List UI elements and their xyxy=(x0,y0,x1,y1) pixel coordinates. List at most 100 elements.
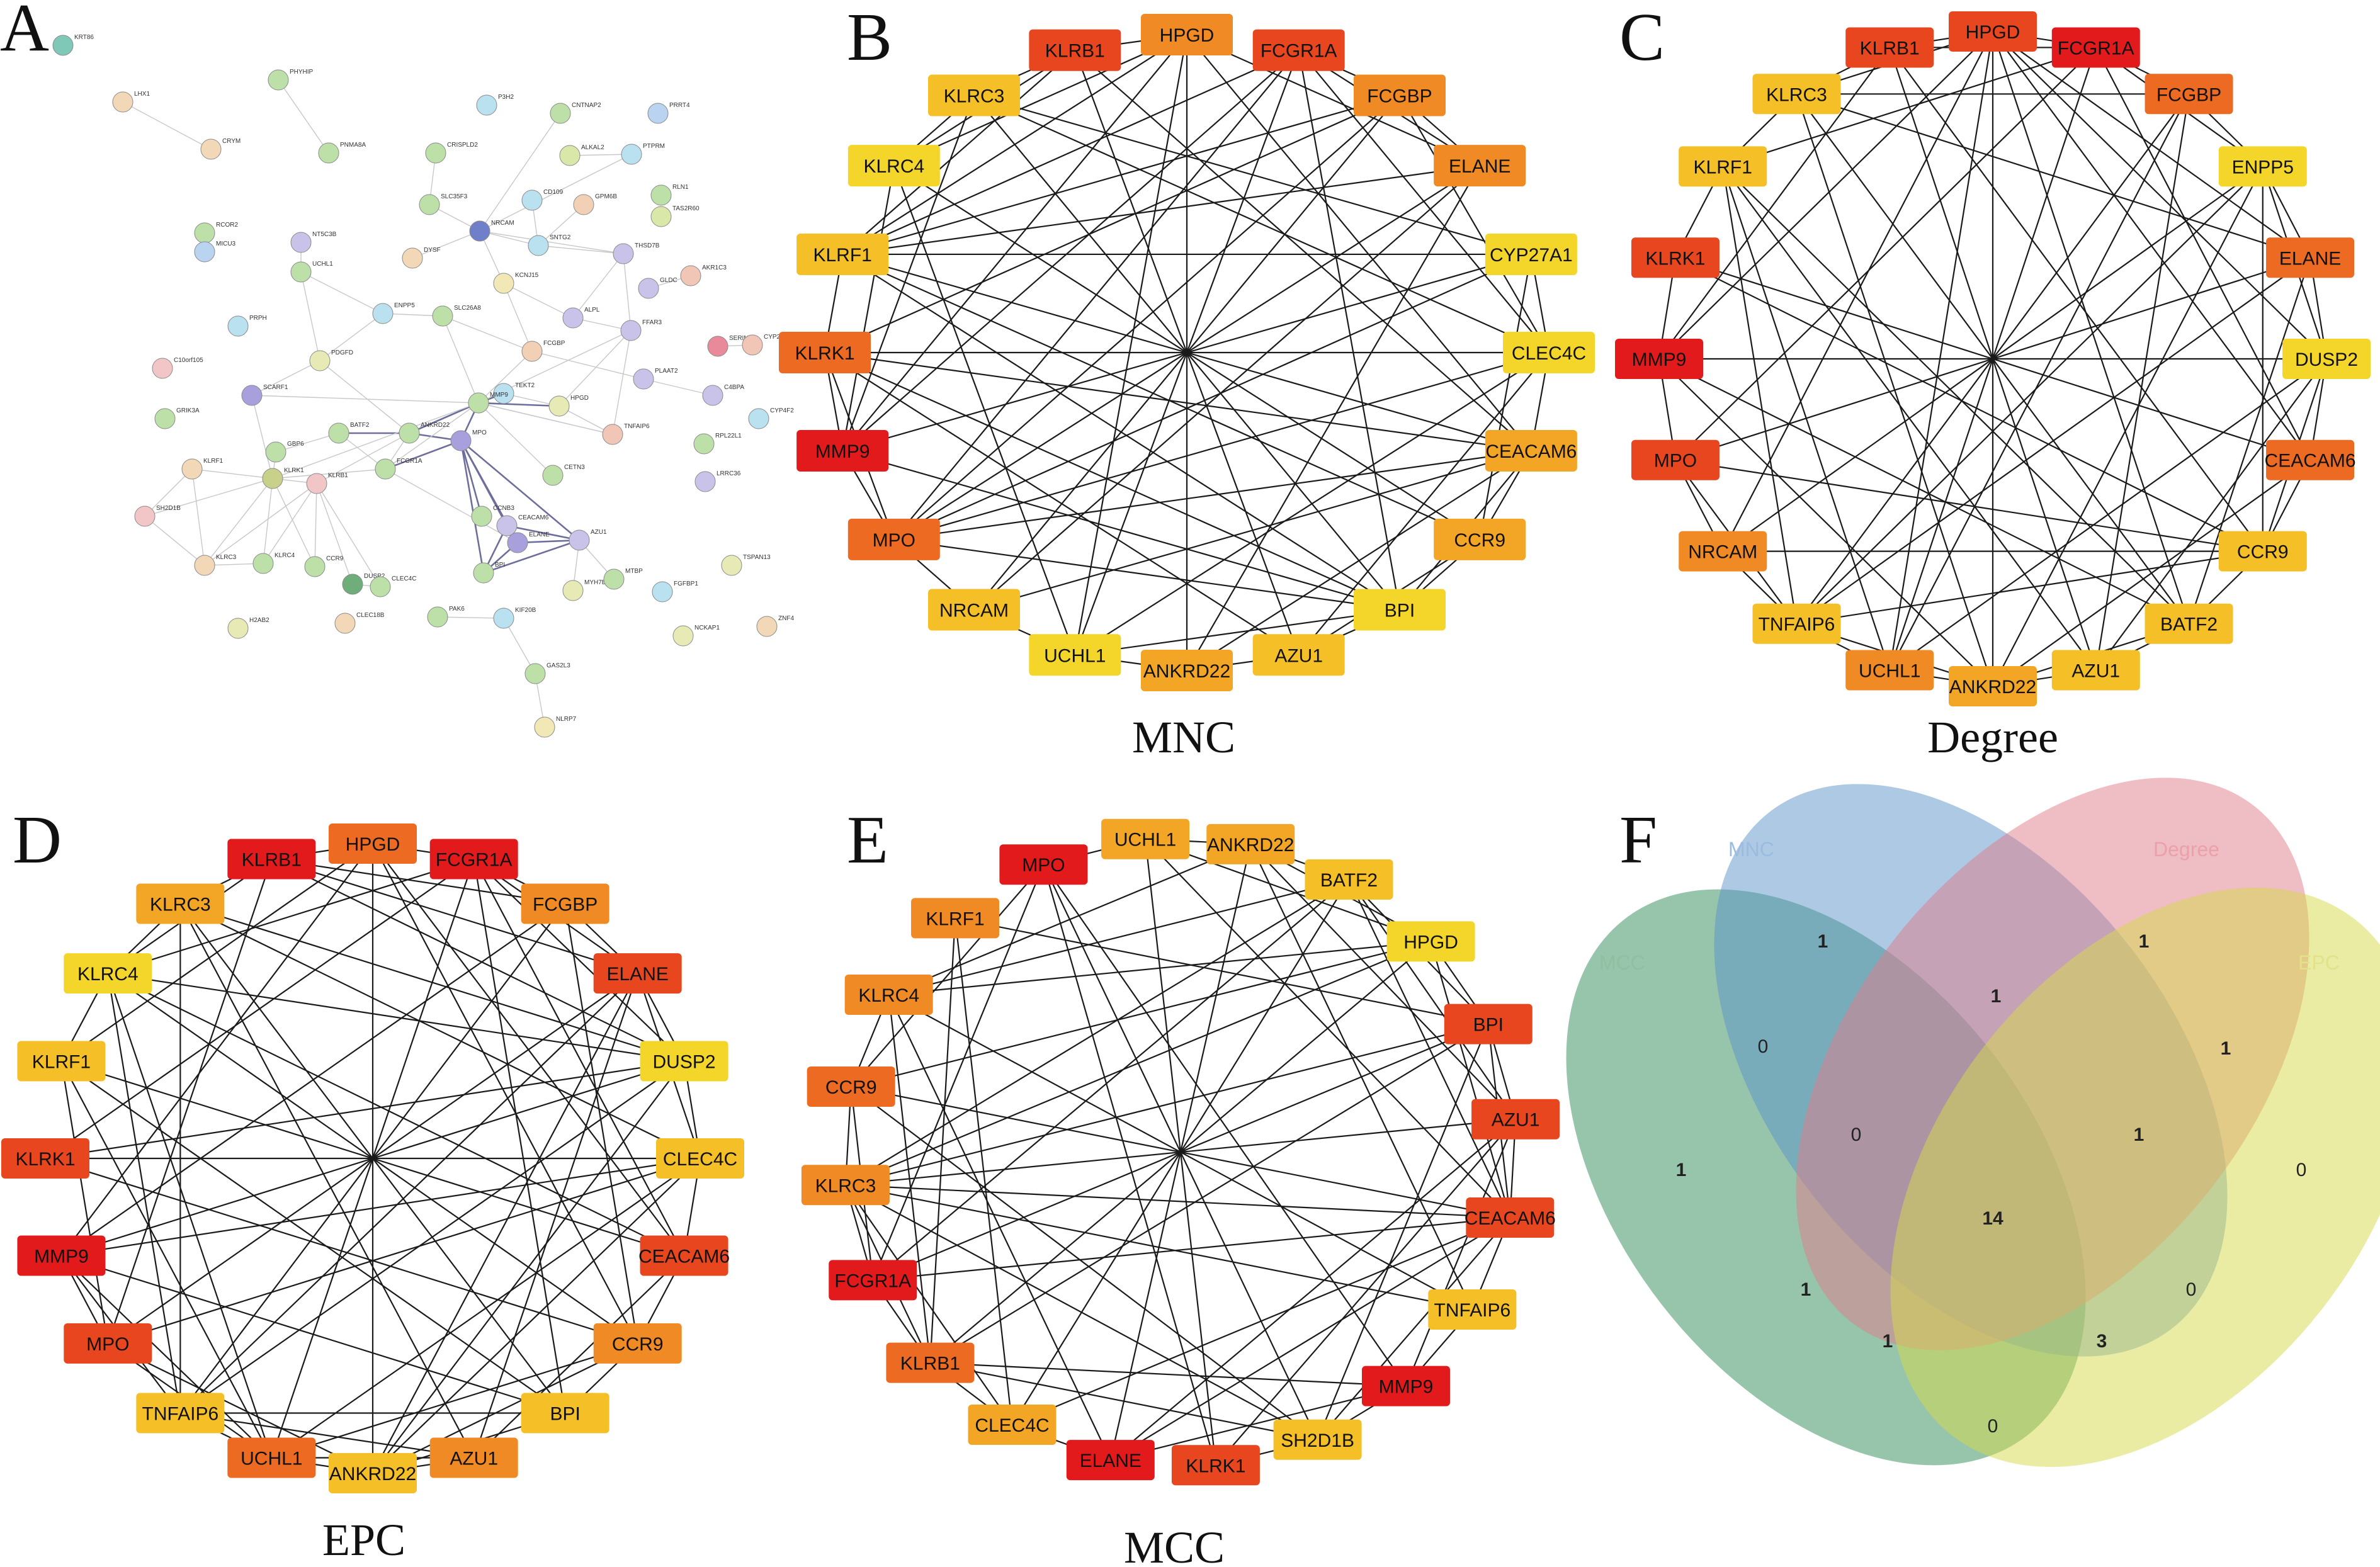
string-node-label: GRIK3A xyxy=(176,407,200,414)
string-node-circle xyxy=(521,190,543,211)
hub-node-label: AZU1 xyxy=(1492,1110,1540,1131)
hub-node-uchl1: UCHL1 xyxy=(1101,818,1190,859)
string-node-circle xyxy=(602,424,623,445)
string-node-circle xyxy=(620,320,642,341)
string-node-circle xyxy=(633,368,654,390)
hub-node-label: BATF2 xyxy=(1320,870,1378,891)
hub-node-box xyxy=(521,883,609,924)
string-node-grik3a: GRIK3A xyxy=(154,407,200,429)
network-edge xyxy=(1074,34,1188,655)
network-edge xyxy=(107,973,181,1413)
hub-node-box xyxy=(1386,921,1475,962)
hub-node-label: KLRC4 xyxy=(77,964,139,985)
string-edge xyxy=(612,330,632,435)
string-node-rln1: RLN1 xyxy=(650,184,689,206)
hub-node-klrc4: KLRC4 xyxy=(844,975,933,1015)
network-edge xyxy=(107,973,273,1458)
string-node-label: CEACAM6 xyxy=(518,514,549,521)
venn-count-mnc-degree-epc: 1 xyxy=(2134,1124,2145,1145)
hub-node-box xyxy=(968,1405,1057,1445)
hub-node-label: FCGBP xyxy=(533,894,598,915)
network-edge xyxy=(1110,1118,1516,1461)
string-node-label: CCNB3 xyxy=(493,505,514,512)
hub-node-cyp27a1: CYP27A1 xyxy=(1485,233,1577,275)
string-node-circle xyxy=(265,441,286,463)
string-node-label: GAS2L3 xyxy=(547,662,570,669)
string-node-circle xyxy=(694,471,716,492)
string-edge xyxy=(479,113,561,232)
network-edge xyxy=(1317,1024,1489,1440)
string-node-c10orf105: C10orf105 xyxy=(152,357,203,379)
hub-node-label: UCHL1 xyxy=(241,1449,302,1469)
hub-node-klrf1: KLRF1 xyxy=(17,1041,106,1082)
hub-node-box xyxy=(1471,1099,1560,1140)
venn-set-label-epc: EPC xyxy=(2298,951,2340,974)
hub-node-box xyxy=(1631,439,1720,480)
string-edge xyxy=(412,230,480,259)
hub-node-box xyxy=(429,839,518,880)
string-node-circle xyxy=(742,334,763,356)
hub-node-mmp9: MMP9 xyxy=(1615,339,1703,379)
string-node-circle xyxy=(469,220,490,242)
string-node-label: H2AB2 xyxy=(249,617,269,624)
string-edge xyxy=(204,478,273,566)
string-node-circle xyxy=(559,145,581,166)
string-node-slc35f3: SLC35F3 xyxy=(419,193,468,215)
string-node-label: PDGFD xyxy=(331,349,353,356)
caption-degree: Degree xyxy=(1927,712,2058,762)
venn-count-mnc-epc-mcc: 3 xyxy=(2097,1331,2107,1352)
string-node-rpl22l1: RPL22L1 xyxy=(693,433,742,455)
network-edge xyxy=(893,94,1400,540)
panel-letter-d: D xyxy=(13,803,62,878)
network-edge xyxy=(1889,47,2264,552)
string-node-znf4: ZNF4 xyxy=(756,615,794,637)
string-node-label: SH2D1B xyxy=(156,505,181,512)
hub-node-box xyxy=(844,975,933,1015)
network-edge xyxy=(954,918,1013,1425)
hub-node-klrc3: KLRC3 xyxy=(1752,74,1841,115)
string-edge xyxy=(278,79,329,154)
string-node-circle xyxy=(507,532,528,553)
hub-node-ceacam6: CEACAM6 xyxy=(638,1235,730,1276)
string-node-cntnap2: CNTNAP2 xyxy=(550,102,601,124)
string-node-circle xyxy=(493,383,514,404)
string-node-label: GBP6 xyxy=(287,441,304,448)
hub-node-label: FCGR1A xyxy=(2058,38,2134,59)
string-node-label: DUSP2 xyxy=(364,573,385,580)
string-edge xyxy=(409,402,479,434)
string-node-label: RPL22L1 xyxy=(715,433,742,439)
string-node-circle xyxy=(650,184,672,206)
hub-node-label: KLRK1 xyxy=(1645,248,1705,269)
network-edge xyxy=(1889,47,2097,670)
hub-node-label: KLRC3 xyxy=(944,86,1005,106)
string-node-label: ALKAL2 xyxy=(581,144,604,151)
hub-node-uchl1: UCHL1 xyxy=(1845,650,1934,691)
string-node-gbp6: GBP6 xyxy=(265,441,304,463)
string-node-label: NLRP7 xyxy=(556,716,577,723)
network-edge xyxy=(60,1060,566,1414)
venn-count-mnc-degree-mcc: 0 xyxy=(1851,1124,1862,1145)
hub-node-label: AZU1 xyxy=(2071,661,2120,682)
network-edge xyxy=(1043,864,1318,1440)
network-edge xyxy=(60,1060,273,1459)
network-edge xyxy=(1043,864,1407,1387)
hub-node-label: ANKRD22 xyxy=(329,1464,416,1485)
hub-node-nrcam: NRCAM xyxy=(928,589,1021,631)
string-node-circle xyxy=(334,613,356,634)
string-node-klrf1: KLRF1 xyxy=(181,458,224,480)
string-node-alpl: ALPL xyxy=(562,307,600,329)
string-edge xyxy=(191,468,205,566)
hub-node-label: KLRF1 xyxy=(813,245,871,266)
string-node-tnfaip6: TNFAIP6 xyxy=(602,423,650,445)
network-edge xyxy=(845,1184,1510,1219)
hub-node-box xyxy=(911,898,1000,939)
string-edge xyxy=(122,101,212,150)
hub-node-label: ELANE xyxy=(1080,1451,1142,1471)
string-node-label: KLRK1 xyxy=(284,467,304,474)
string-node-label: KCNJ15 xyxy=(515,272,539,279)
hub-node-label: CCR9 xyxy=(825,1077,877,1098)
string-node-sh2d1b: SH2D1B xyxy=(134,505,181,527)
hub-node-nrcam: NRCAM xyxy=(1679,531,1767,572)
hub-node-box xyxy=(1305,859,1393,900)
string-edge xyxy=(251,395,479,404)
